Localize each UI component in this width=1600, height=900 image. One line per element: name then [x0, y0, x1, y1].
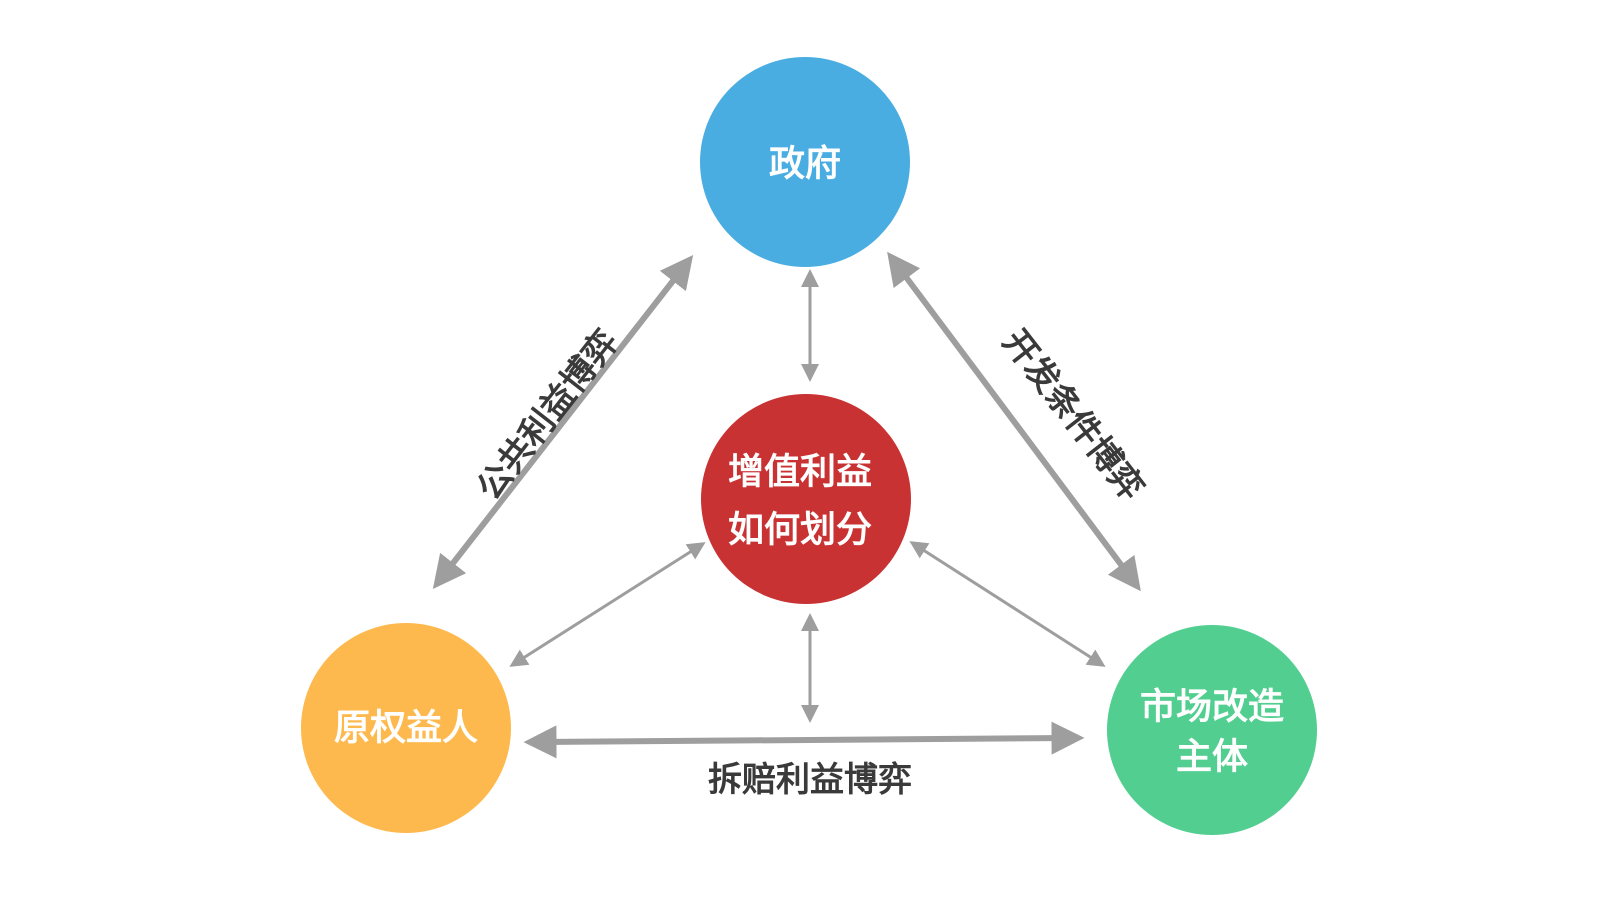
arrow-center-owner: [509, 542, 706, 667]
node-center-label-line1: 增值利益: [728, 452, 872, 493]
arrow-compensation: [523, 721, 1085, 759]
node-original-owner-label: 原权益人: [334, 708, 478, 749]
edge-label-public-interest: 公共利益博弈: [469, 322, 626, 507]
node-government-label: 政府: [769, 143, 841, 185]
node-market-entity-label-line2: 主体: [1176, 737, 1248, 778]
node-center: 增值利益 如何划分: [701, 394, 911, 604]
edge-label-development-conditions: 开发条件博弈: [994, 322, 1151, 507]
node-original-owner-circle: [301, 623, 511, 833]
arrow-center-market: [909, 541, 1106, 667]
arrow-public-interest: [432, 254, 694, 590]
node-center-label-line2: 如何划分: [728, 510, 872, 551]
node-market-entity-label-line1: 市场改造: [1140, 687, 1284, 728]
node-market-entity: 市场改造 主体: [1107, 625, 1317, 835]
node-government-circle: [700, 57, 910, 267]
edge-label-compensation: 拆赔利益博弈: [708, 760, 912, 800]
arrow-development-conditions: [887, 251, 1141, 592]
node-center-circle: [701, 394, 911, 604]
node-market-entity-circle: [1107, 625, 1317, 835]
node-original-owner: 原权益人: [301, 623, 511, 833]
node-government: 政府: [700, 57, 910, 267]
